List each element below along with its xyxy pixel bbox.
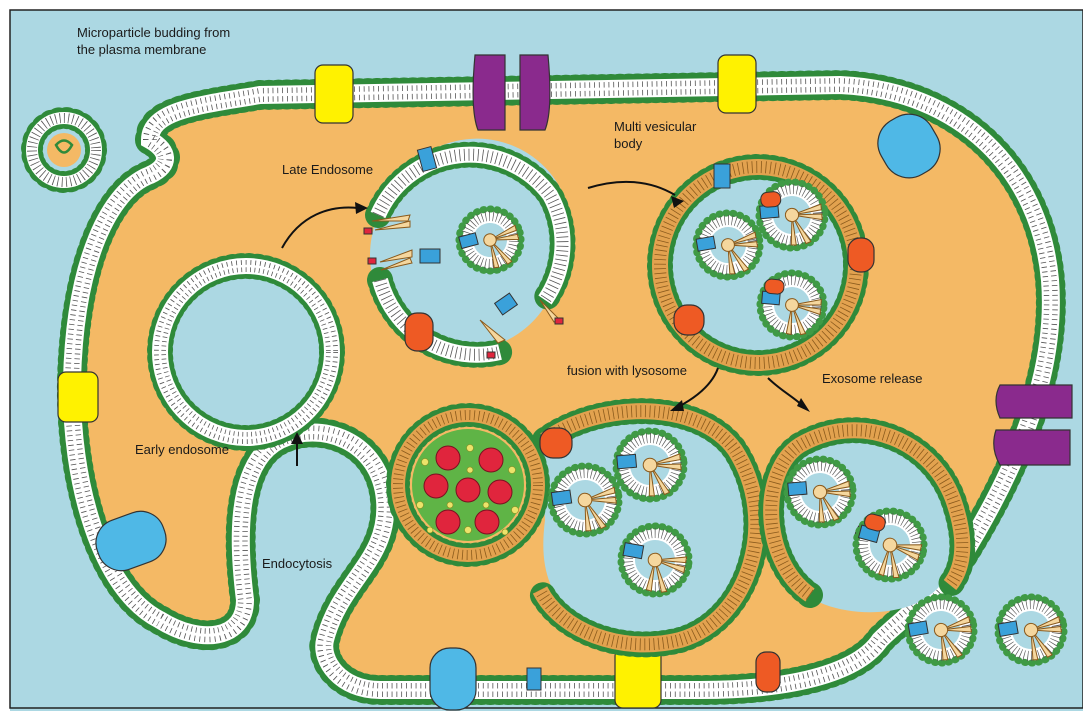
yellow-transporter-left xyxy=(58,372,98,422)
purple-channel-right-lower-half xyxy=(994,430,1070,465)
mvb-orange-protein-right xyxy=(848,238,874,272)
fusion-vesicle-top xyxy=(613,428,687,502)
early-endosome xyxy=(160,266,332,438)
mvb-tetraspanin xyxy=(714,164,730,188)
label-microparticle-line1: Microparticle budding from xyxy=(77,25,230,40)
mvb-orange-protein-left xyxy=(674,305,704,335)
label-exosome-release: Exosome release xyxy=(822,371,922,386)
label-mvb-line2: body xyxy=(614,136,643,151)
purple-channel-top-right-half xyxy=(520,55,550,130)
mvb-vesicle-bottom xyxy=(757,270,826,339)
late-endosome-orange-protein xyxy=(405,313,433,351)
orange-protein-bottom xyxy=(756,652,780,692)
yellow-transporter-top-right xyxy=(718,55,756,113)
microparticle-core xyxy=(56,141,72,153)
fusion-orange-protein xyxy=(540,428,572,458)
purple-channel-top-left-half xyxy=(473,55,505,130)
label-fusion-lysosome: fusion with lysosome xyxy=(567,363,687,378)
tetraspanin-bottom xyxy=(527,668,541,690)
purple-channel-right-upper-half xyxy=(996,385,1072,418)
label-late-endosome: Late Endosome xyxy=(282,162,373,177)
yellow-transporter-top-left xyxy=(315,65,353,123)
microparticle xyxy=(32,118,96,182)
label-mvb-line1: Multi vesicular xyxy=(614,119,697,134)
label-microparticle-line2: the plasma membrane xyxy=(77,42,206,57)
label-early-endosome: Early endosome xyxy=(135,442,229,457)
label-endocytosis: Endocytosis xyxy=(262,556,333,571)
light-blue-protein-bottom xyxy=(430,648,476,710)
